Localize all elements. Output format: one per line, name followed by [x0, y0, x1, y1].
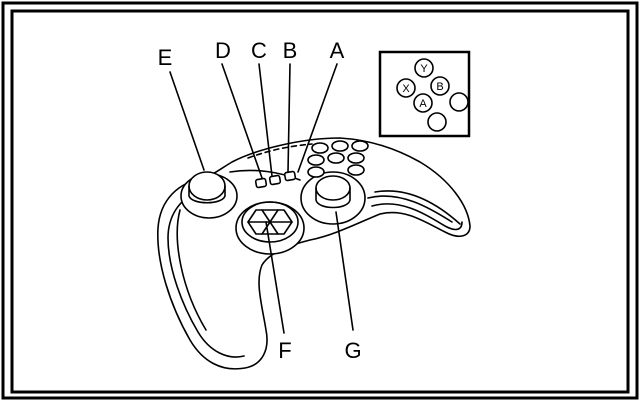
- button-x-circle: [396, 78, 416, 98]
- controller-body: [157, 137, 471, 370]
- inset-label-x: X: [402, 83, 410, 95]
- inset-label-b: B: [436, 81, 443, 93]
- callout-g: G: [344, 338, 361, 363]
- button-blank-1: [449, 92, 469, 112]
- callout-c: C: [251, 38, 267, 63]
- callout-d: D: [215, 38, 231, 63]
- callout-f: F: [278, 338, 291, 363]
- callout-b: B: [283, 38, 298, 63]
- callout-a: A: [330, 38, 345, 63]
- inset-label-a: A: [419, 98, 427, 110]
- button-y-circle: [414, 58, 434, 78]
- button-a-circle: [413, 93, 433, 113]
- inset-label-y: Y: [420, 63, 428, 75]
- callout-e: E: [158, 45, 173, 70]
- face-button-inset: Y X B A: [378, 50, 471, 138]
- button-b-circle: [430, 76, 450, 96]
- leader-lines: [169, 63, 354, 334]
- button-blank-2: [427, 112, 447, 132]
- inner-frame: [10, 9, 630, 394]
